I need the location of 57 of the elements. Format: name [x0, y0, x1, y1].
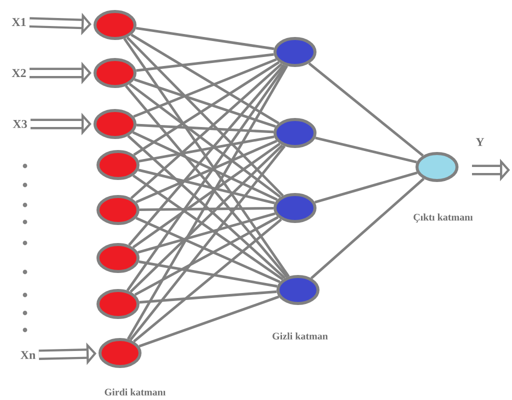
connection-line — [133, 58, 277, 118]
layer-label: Girdi katmanı — [104, 388, 166, 396]
connection-line — [138, 212, 276, 254]
connection-line — [127, 134, 286, 280]
connection-line — [126, 36, 284, 197]
output-label: Y — [476, 138, 484, 146]
neuron-ellipse — [98, 338, 142, 368]
input-label: Xn — [20, 351, 36, 359]
neuron-ellipse — [276, 275, 320, 305]
connection-line — [134, 216, 279, 296]
connection-line — [123, 38, 290, 278]
connection-line — [314, 171, 418, 204]
layer-label: Çıktı katmanı — [414, 214, 473, 222]
connection-line — [136, 124, 274, 134]
neuron-ellipse — [274, 37, 316, 67]
connection-line — [130, 144, 284, 293]
input-label: X2 — [12, 69, 26, 77]
connection-line — [126, 64, 287, 292]
connection-line — [139, 290, 277, 304]
connection-line — [124, 85, 288, 278]
connection-line — [128, 82, 282, 198]
connection-line — [138, 168, 275, 204]
neuron-ellipse — [96, 150, 140, 180]
input-label: X3 — [12, 120, 27, 128]
neuron-ellipse — [94, 109, 136, 139]
connection-line — [129, 145, 286, 341]
connection-line — [138, 135, 274, 163]
connection-line — [310, 178, 425, 280]
connection-line — [315, 136, 417, 164]
connection-line — [138, 296, 280, 348]
connection-line — [136, 26, 274, 50]
connection-line — [132, 142, 281, 248]
connection-line — [133, 61, 280, 156]
connection-line — [134, 78, 276, 128]
connection-line — [130, 62, 283, 200]
connection-line — [128, 64, 285, 246]
input-label: X1 — [12, 18, 26, 26]
neuron-ellipse — [416, 152, 458, 182]
connection-line — [133, 218, 282, 343]
neuron-ellipse — [96, 289, 140, 319]
neuron-ellipse — [94, 10, 136, 40]
connection-line — [130, 34, 280, 124]
neuron-ellipse — [274, 193, 316, 223]
neuron-ellipse — [94, 58, 136, 88]
neuron-ellipse — [274, 118, 316, 148]
connection-line — [138, 260, 278, 288]
neuron-ellipse — [96, 195, 140, 225]
connection-line — [136, 53, 274, 72]
connection-line — [136, 216, 280, 284]
connection-line — [132, 174, 284, 280]
connection-line — [132, 131, 278, 201]
neuron-ellipse — [96, 243, 140, 273]
connection-line — [136, 140, 278, 204]
layer-label: Gizli katman — [272, 332, 328, 340]
connection-line — [308, 62, 424, 157]
connection-line — [139, 206, 274, 212]
connection-line — [126, 65, 288, 340]
